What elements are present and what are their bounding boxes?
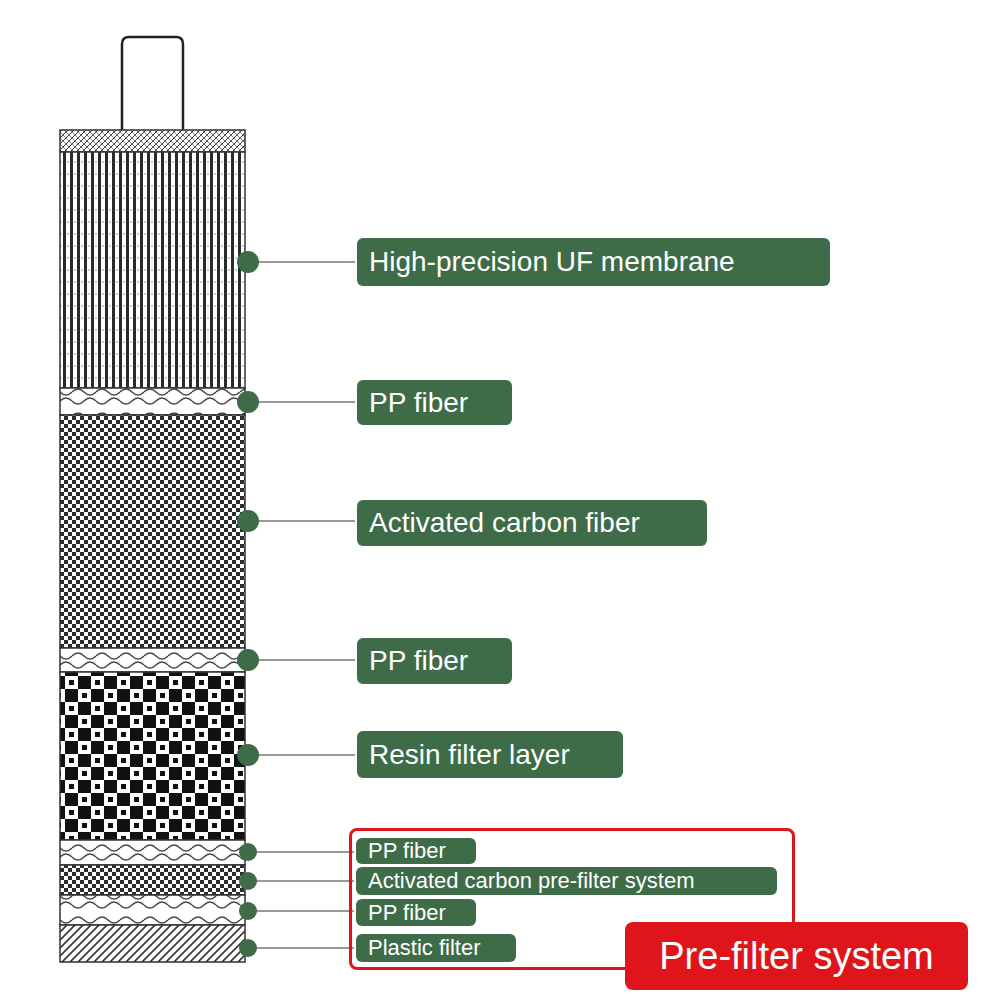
top-cap [60,130,245,152]
leader-dot [237,744,259,766]
pp-fiber-layer [60,648,245,672]
leader-dot [237,251,259,273]
layer-name: Activated carbon pre-filter system [368,870,694,892]
leader-line [248,520,355,521]
prefilter-group: Pre-filter systemPP fiberActivated carbo… [349,828,795,970]
leader-dot [239,902,257,920]
layer-name: Plastic filter [368,937,480,959]
leader-dot [239,843,257,861]
carbon-fiber-layer [60,415,245,648]
leader-line [248,880,354,881]
layer-name: PP fiber [368,902,446,924]
leader-line [248,851,354,852]
leader-line [248,910,354,911]
leader-dot [237,510,259,532]
layer-label: Activated carbon fiber [357,500,707,546]
pp-fiber-layer [60,895,245,925]
leader-line [248,659,355,660]
resin-layer [60,672,245,840]
layer-label: Resin filter layer [357,731,623,778]
group-title: Pre-filter system [659,937,933,975]
layer-name: PP fiber [369,647,468,675]
uf-membrane-layer [60,152,245,388]
layer-name: Activated carbon fiber [369,509,640,537]
leader-dot [237,649,259,671]
leader-lines [237,251,355,957]
leader-line [248,401,355,402]
leader-line [248,947,354,948]
layer-name: Resin filter layer [369,741,570,769]
layer-label: Activated carbon pre-filter system [356,867,777,895]
leader-line [248,754,355,755]
carbon-prefilter-layer [60,865,245,895]
layer-label: High-precision UF membrane [357,238,830,286]
leader-dot [237,391,259,413]
leader-dot [239,939,257,957]
leader-dot [239,872,257,890]
leader-line [248,261,355,262]
layer-name: PP fiber [368,840,446,862]
pp-fiber-layer [60,388,245,415]
layer-label: PP fiber [356,838,476,864]
layer-name: PP fiber [369,389,468,417]
layer-label: PP fiber [357,380,512,425]
layer-label: Plastic filter [356,934,516,962]
plastic-filter-layer [60,925,245,962]
group-title-box: Pre-filter system [625,922,968,990]
layer-label: PP fiber [357,638,512,684]
layer-label: PP fiber [356,899,476,926]
outlet-tube [122,37,183,130]
pp-fiber-layer [60,840,245,865]
layer-name: High-precision UF membrane [369,248,735,276]
